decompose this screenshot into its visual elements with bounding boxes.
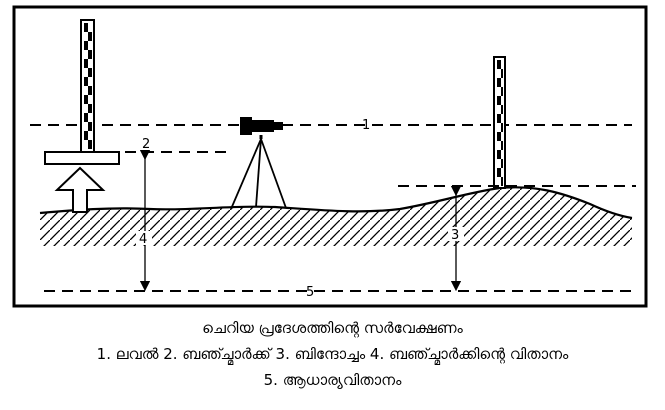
level-instrument-icon — [230, 117, 287, 210]
label-2: 2 — [142, 137, 150, 152]
caption-datum: 5. ആധാര്യവിതാനം — [263, 371, 402, 389]
label-3: 3 — [451, 228, 459, 243]
label-5: 5 — [306, 285, 314, 300]
left-levelling-staff — [80, 19, 95, 153]
label-1: 1 — [362, 118, 370, 133]
label-4: 4 — [139, 232, 147, 247]
ground-hatching — [40, 187, 632, 246]
benchmark-plate — [44, 151, 120, 165]
caption-legend: 1. ലവൽ 2. ബഞ്ച്മാർക്ക് 3. ബിന്ദോച്ചം 4. … — [96, 345, 569, 363]
right-levelling-staff — [493, 56, 506, 189]
benchmark-arrow-icon — [54, 166, 106, 213]
caption-title: ചെറിയ പ്രദേശത്തിന്റെ സർവേക്ഷണം — [202, 319, 463, 337]
diagram-frame — [12, 5, 648, 308]
